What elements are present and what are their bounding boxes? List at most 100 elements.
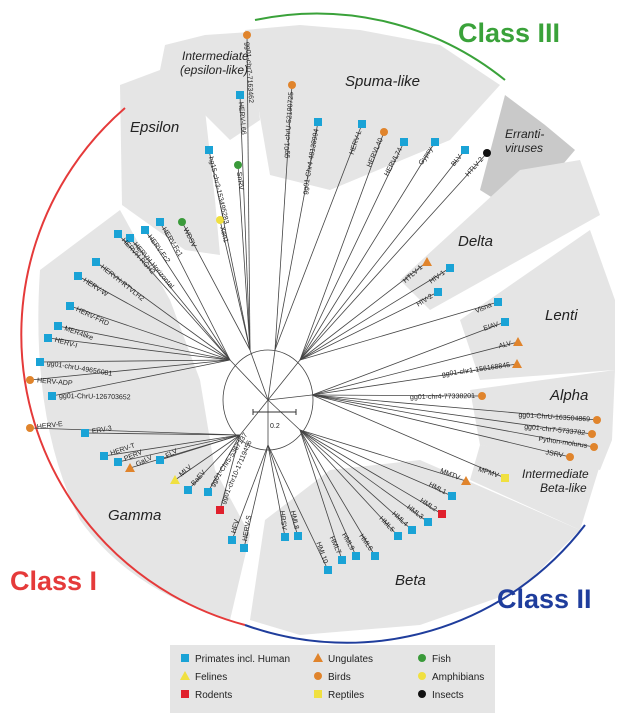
scale-bar-label: 0.2 — [270, 423, 280, 430]
square-icon — [400, 138, 408, 146]
sector-alpha — [470, 370, 615, 470]
square-icon — [394, 532, 402, 540]
sector-spuma — [245, 25, 500, 190]
class-1-arc — [20, 107, 246, 626]
square-icon — [36, 358, 44, 366]
leaf-branch — [311, 394, 598, 421]
square-icon — [281, 533, 289, 541]
square-icon — [314, 690, 322, 698]
leaf-branch — [117, 434, 241, 463]
triangle-icon — [513, 337, 523, 346]
legend-label: Reptiles — [328, 690, 364, 701]
label-gamma: Gamma — [108, 507, 161, 524]
label-alpha: Alpha — [549, 387, 588, 404]
triangle-icon — [422, 257, 432, 266]
leaf-branch — [311, 394, 571, 458]
circle-icon — [593, 416, 601, 424]
label-intermediate-beta-1: Intermediate — [522, 467, 589, 481]
circle-icon — [483, 149, 491, 157]
square-icon — [66, 302, 74, 310]
leaf-branch — [299, 429, 413, 531]
sector-lenti — [460, 230, 615, 380]
leaf-branch — [299, 429, 357, 557]
square-icon — [181, 690, 189, 698]
circle-icon — [178, 218, 186, 226]
leaf-branch — [117, 233, 231, 361]
leaf-label: BLV — [450, 153, 464, 168]
legend-box — [170, 645, 495, 713]
leaf-branch — [274, 123, 363, 351]
leaf-branch — [219, 219, 251, 351]
leaf-branch — [69, 305, 231, 361]
label-beta: Beta — [395, 572, 426, 589]
leaf-branch — [208, 149, 251, 351]
leaf-branch — [299, 261, 428, 361]
square-icon — [240, 544, 248, 552]
leaf-label: ALV — [498, 340, 512, 350]
leaf-branch — [187, 434, 241, 491]
square-icon — [461, 146, 469, 154]
leaf-label: HERV-L66 — [237, 102, 247, 136]
leaf-branch — [299, 429, 376, 557]
leaf-branch — [103, 434, 241, 457]
square-icon — [100, 452, 108, 460]
leaf-branch — [181, 221, 251, 351]
leaf-branch — [299, 429, 467, 482]
square-icon — [324, 566, 332, 574]
leaf-branch — [299, 149, 466, 361]
spine-branch — [267, 394, 313, 401]
label-intermediate-epsilon-1: Intermediate — [182, 49, 249, 63]
spine-branch — [267, 359, 301, 401]
leaf-branch — [299, 429, 429, 523]
leaf-label: HRSV — [278, 510, 287, 530]
leaf-branch — [299, 141, 405, 361]
leaf-branch — [299, 429, 399, 537]
leaf-branch — [51, 359, 231, 397]
legend-label: Fish — [432, 654, 451, 665]
leaf-branch — [267, 444, 329, 571]
leaf-label: HFV — [231, 519, 241, 535]
leaf-branch — [299, 141, 436, 361]
leaf-branch — [311, 394, 483, 397]
leaf-branch — [311, 394, 506, 479]
label-erranti-1: Erranti- — [505, 127, 544, 141]
label-spuma: Spuma-like — [345, 73, 420, 90]
leaf-branch — [267, 444, 299, 537]
leaf-branch — [29, 359, 231, 381]
square-icon — [501, 318, 509, 326]
leaf-branch — [129, 237, 231, 361]
leaf-branch — [299, 131, 385, 361]
legend-label: Birds — [328, 672, 351, 683]
leaf-label: ERV-3 — [91, 425, 112, 435]
leaf-branch — [174, 434, 241, 481]
square-icon — [184, 486, 192, 494]
circle-icon — [26, 376, 34, 384]
square-icon — [358, 120, 366, 128]
sector-intermediate-beta — [470, 445, 600, 530]
square-icon — [371, 552, 379, 560]
square-icon — [448, 492, 456, 500]
square-icon — [54, 322, 62, 330]
square-icon — [352, 552, 360, 560]
leaf-branch — [246, 34, 251, 351]
square-icon — [494, 298, 502, 306]
class-3-arc — [254, 12, 506, 81]
square-icon — [216, 506, 224, 514]
square-icon — [92, 258, 100, 266]
circle-icon — [314, 672, 322, 680]
leaf-branch — [95, 261, 231, 361]
circle-icon — [243, 31, 251, 39]
leaf-label: gg01-chr4-77338201 — [410, 393, 475, 401]
leaf-branch — [299, 152, 488, 361]
spine-branch — [229, 359, 269, 401]
leaf-branch — [274, 84, 293, 351]
sector-epsilon — [120, 65, 220, 255]
label-epsilon: Epsilon — [130, 119, 179, 136]
sector-gamma — [38, 210, 251, 620]
leaf-branch — [274, 121, 319, 351]
triangle-icon — [313, 653, 323, 662]
leaf-branch — [84, 432, 241, 436]
circle-icon — [418, 654, 426, 662]
square-icon — [204, 488, 212, 496]
